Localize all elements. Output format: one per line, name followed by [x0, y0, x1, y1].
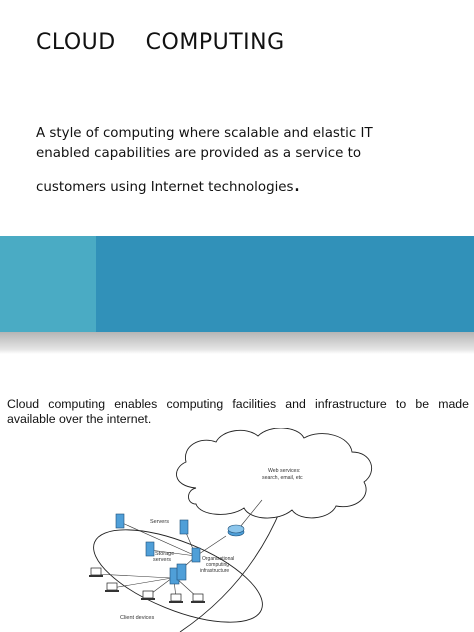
server-icon	[179, 519, 189, 535]
accent-band-right	[96, 236, 474, 332]
intro-paragraph: Cloud computing enables computing facili…	[7, 397, 469, 426]
client-devices-label: Client devices	[120, 615, 154, 621]
storage-server-icon	[176, 563, 187, 581]
accent-band-left	[0, 236, 96, 332]
slide-body: A style of computing where scalable and …	[36, 124, 436, 198]
org-label-line-3: infrastructure	[200, 568, 229, 574]
accent-band-shadow	[0, 332, 474, 354]
router-icon	[227, 524, 245, 537]
title-slide: CLOUD COMPUTING A style of computing whe…	[0, 30, 474, 354]
slide-body-period: .	[293, 172, 301, 197]
laptop-icon	[105, 582, 119, 592]
storage-label-line-1: Storage	[155, 551, 174, 557]
laptop-icon	[141, 590, 155, 600]
cloud-label-line-1: Web services:	[268, 468, 300, 474]
laptop-icon	[191, 593, 205, 603]
storage-label-line-2: servers	[153, 557, 171, 563]
slide-title: CLOUD COMPUTING	[36, 30, 285, 55]
document-page: Cloud computing enables computing facili…	[0, 360, 474, 632]
slide-body-line-3-text: customers using Internet technologies	[36, 180, 294, 195]
servers-label: Servers	[150, 519, 169, 525]
slide-body-line-2: enabled capabilities are provided as a s…	[36, 146, 362, 161]
server-icon	[191, 547, 201, 563]
slide-body-line-3: customers using Internet technologies.	[36, 174, 436, 198]
org-label-line-2: computing	[206, 562, 229, 568]
slide-body-line-1: A style of computing where scalable and …	[36, 126, 373, 141]
org-label-line-1: Organisational	[202, 556, 234, 562]
server-icon	[115, 513, 125, 529]
cloud-label-line-2: search, email, etc	[262, 475, 303, 481]
server-icon	[145, 541, 155, 557]
laptop-icon	[169, 593, 183, 603]
laptop-icon	[89, 567, 103, 577]
cloud-diagram: Web services: search, email, etc	[89, 428, 373, 632]
cloud-shape	[176, 428, 373, 519]
